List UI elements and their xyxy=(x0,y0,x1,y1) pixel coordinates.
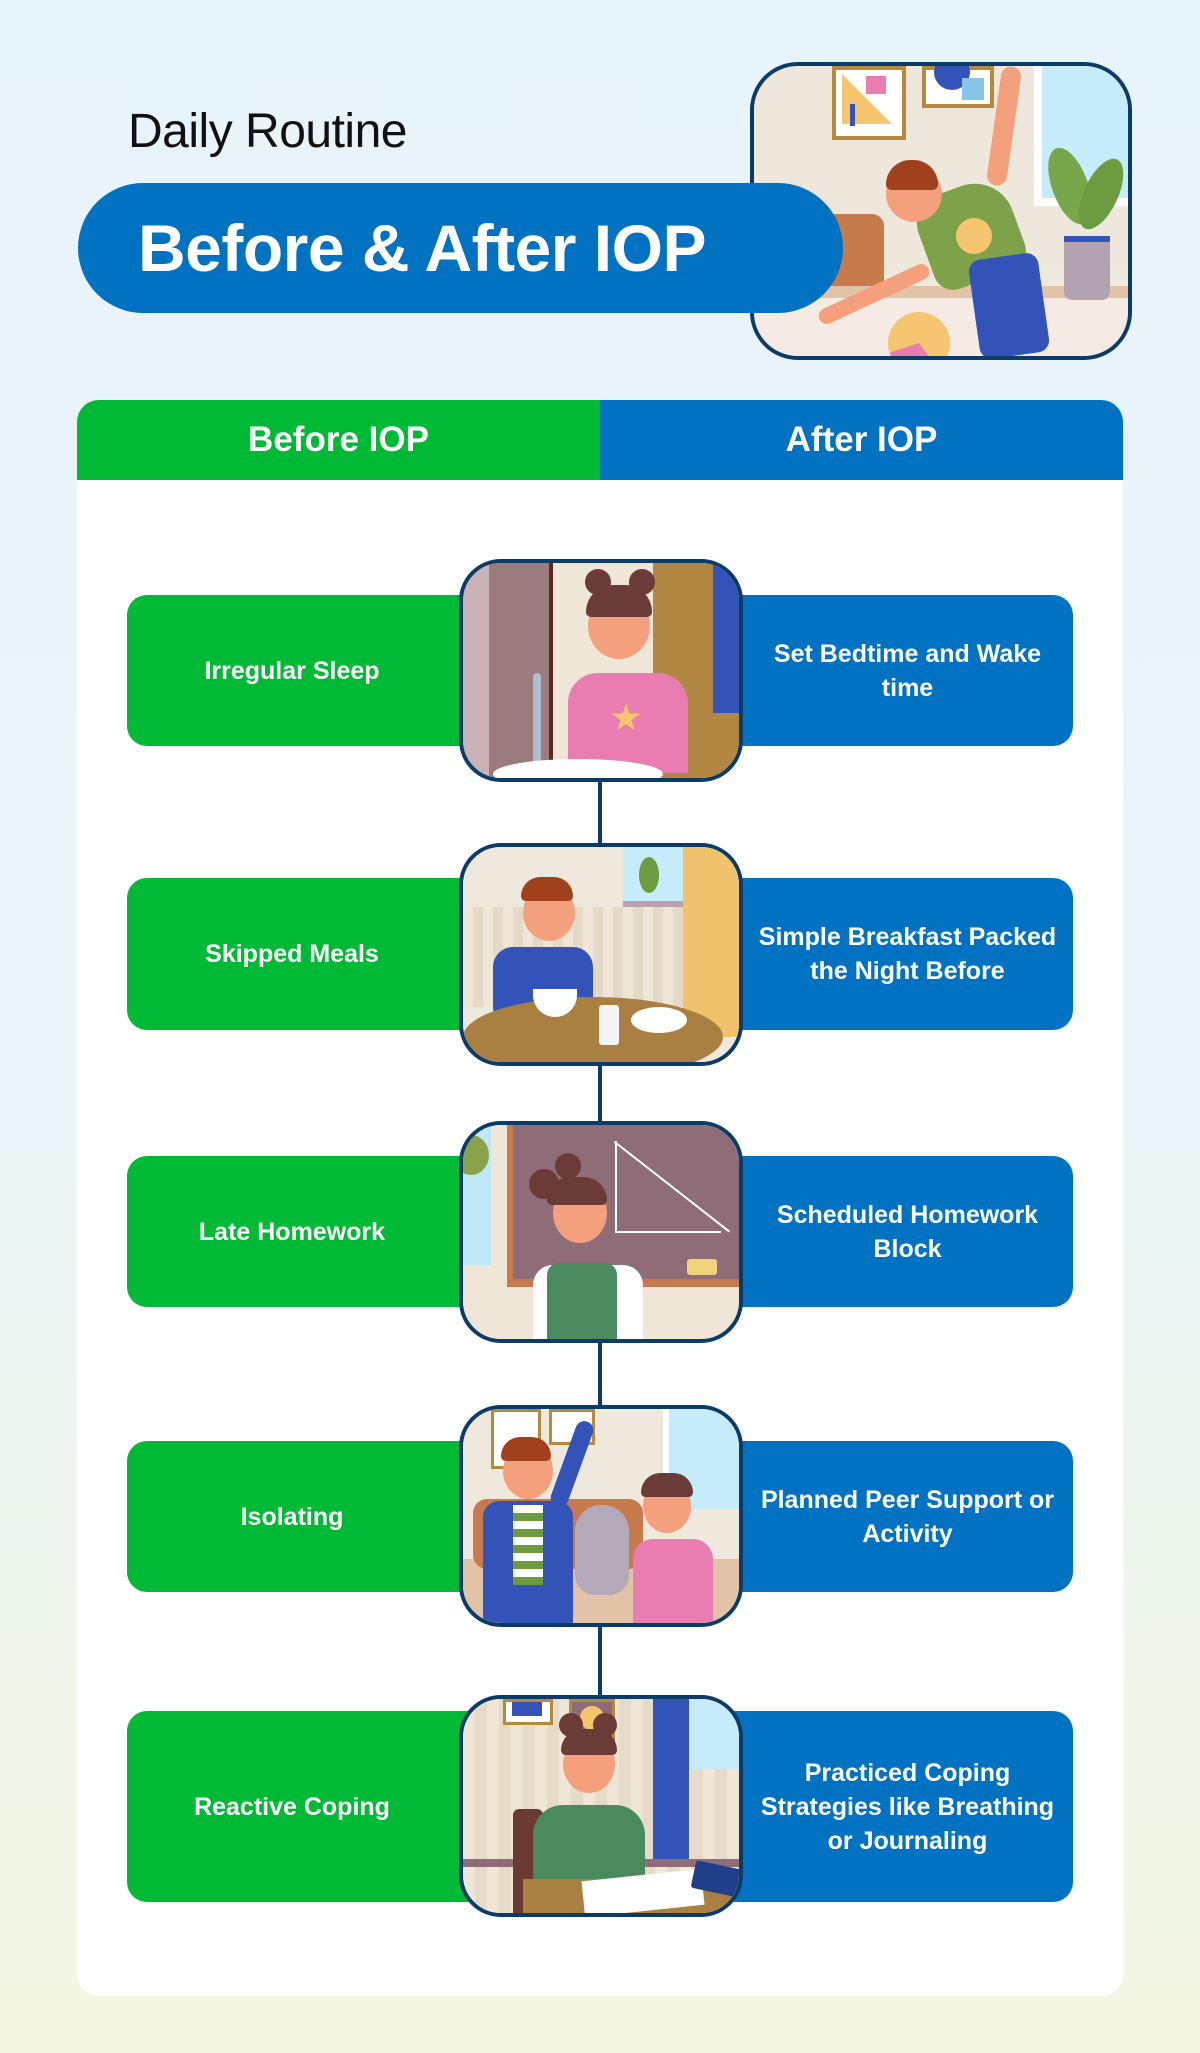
before-item-isolating: Isolating xyxy=(127,1441,487,1592)
before-item-skipped-meals: Skipped Meals xyxy=(127,878,487,1030)
after-label: Scheduled Homework Block xyxy=(776,1200,1039,1263)
after-label: Simple Breakfast Packed the Night Before xyxy=(758,923,1057,985)
after-label: Practiced Coping Strategies like Breathi… xyxy=(760,1758,1055,1855)
friends-playing-with-cat-illustration xyxy=(459,1405,743,1627)
column-header-after: After IOP xyxy=(600,400,1123,480)
before-item-late-homework: Late Homework xyxy=(127,1156,487,1307)
after-item-practiced-coping: Practiced Coping Strategies like Breathi… xyxy=(715,1711,1073,1902)
column-headers: Before IOP After IOP xyxy=(77,400,1123,480)
after-item-planned-peer-support: Planned Peer Support or Activity xyxy=(715,1441,1073,1592)
girl-journaling-illustration xyxy=(459,1695,743,1917)
after-item-scheduled-homework: Scheduled Homework Block xyxy=(715,1156,1073,1307)
before-item-reactive-coping: Reactive Coping xyxy=(127,1711,487,1902)
girl-brushing-teeth-illustration xyxy=(459,559,743,782)
before-item-irregular-sleep: Irregular Sleep xyxy=(127,595,487,746)
column-header-before: Before IOP xyxy=(77,400,600,480)
girl-at-chalkboard-illustration xyxy=(459,1121,743,1343)
title-banner: Before & After IOP xyxy=(78,183,843,313)
before-label: Skipped Meals xyxy=(205,940,379,968)
after-item-set-bedtime: Set Bedtime and Wake time xyxy=(715,595,1073,746)
before-label: Late Homework xyxy=(198,1217,386,1246)
after-item-simple-breakfast: Simple Breakfast Packed the Night Before xyxy=(715,878,1073,1030)
before-label: Irregular Sleep xyxy=(204,656,380,685)
page-title: Before & After IOP xyxy=(138,211,706,285)
after-label: Set Bedtime and Wake time xyxy=(773,639,1042,702)
subtitle: Daily Routine xyxy=(128,105,407,158)
before-label: Reactive Coping xyxy=(194,1792,390,1821)
before-label: Isolating xyxy=(240,1502,344,1531)
after-label: Planned Peer Support or Activity xyxy=(760,1485,1055,1548)
boy-eating-breakfast-illustration xyxy=(459,843,743,1066)
